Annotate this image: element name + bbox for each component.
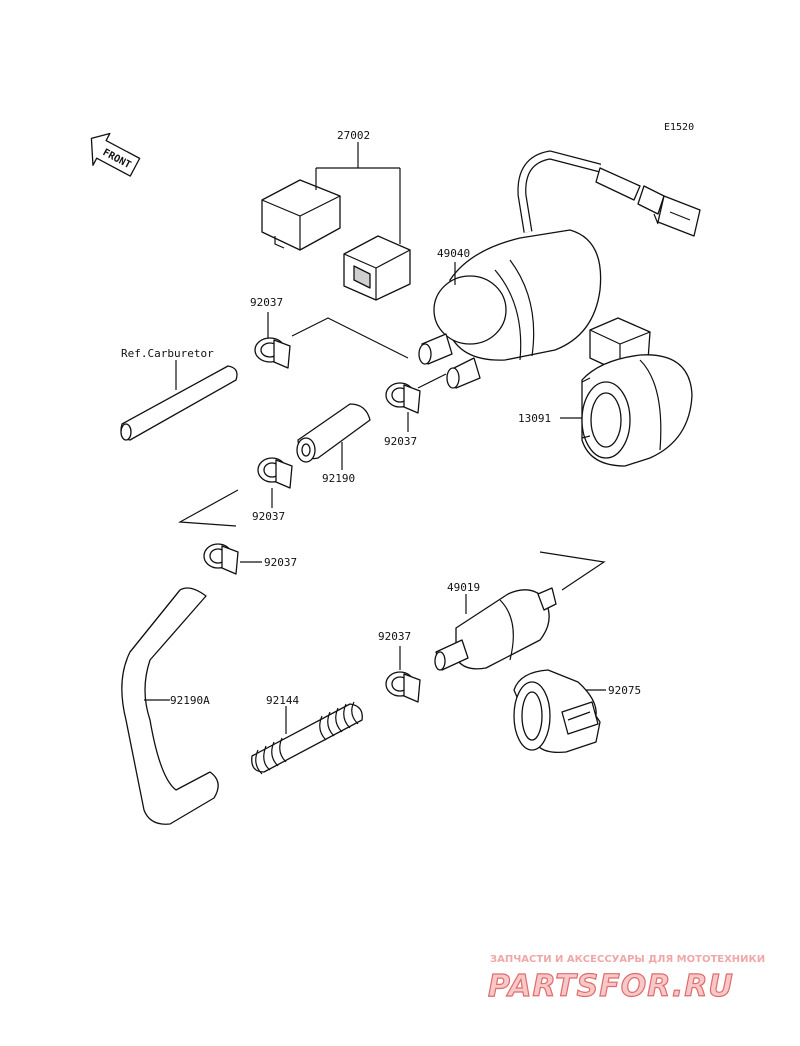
- watermark-tagline: ЗАПЧАСТИ И АКСЕССУАРЫ ДЛЯ МОТОТЕХНИКИ: [490, 954, 765, 965]
- part-label-49019: 49019: [447, 581, 480, 594]
- fuel-filter-part: [434, 587, 557, 671]
- leader-27002: [315, 142, 401, 244]
- hose-clamp-part: [254, 337, 291, 369]
- relay-socket-part: [343, 235, 411, 301]
- hose-clamp-part: [385, 382, 421, 414]
- part-label-92144: 92144: [266, 694, 299, 707]
- pump-bracket-part: [581, 317, 693, 467]
- fuel-pump-part: [418, 150, 701, 389]
- front-arrow-icon: FRONT: [90, 132, 141, 177]
- part-label-92037-d: 92037: [264, 556, 297, 569]
- part-label-92037-a: 92037: [250, 296, 283, 309]
- hose-clamp-part: [203, 543, 239, 575]
- watermark-brand: PARTSFOR.RU: [488, 969, 734, 1004]
- carburetor-hose-part: [120, 365, 238, 441]
- part-label-92037-e: 92037: [378, 630, 411, 643]
- part-label-13091: 13091: [518, 412, 551, 425]
- relay-block-part: [261, 179, 341, 251]
- bent-fuel-hose-part: [121, 587, 219, 825]
- part-label-92037-c: 92037: [252, 510, 285, 523]
- part-label-49040: 49040: [437, 247, 470, 260]
- routing-line-middle: [177, 489, 239, 527]
- hose-clamp-part: [385, 671, 421, 703]
- part-label-ref-carburetor: Ref.Carburetor: [121, 347, 214, 360]
- routing-line-pump: [291, 317, 409, 359]
- part-label-27002: 27002: [337, 129, 370, 142]
- part-label-92190A: 92190A: [170, 694, 210, 707]
- spring-guard-part: [251, 701, 363, 775]
- hose-clamp-part: [257, 457, 293, 489]
- filter-bracket-part: [513, 669, 601, 754]
- part-label-92190: 92190: [322, 472, 355, 485]
- diagram-code: E1520: [664, 122, 694, 133]
- part-label-92075: 92075: [608, 684, 641, 697]
- routing-line-outlet: [417, 373, 447, 389]
- fuel-hose-part: [296, 403, 371, 463]
- part-label-92037-b: 92037: [384, 435, 417, 448]
- routing-line-filter: [539, 551, 606, 591]
